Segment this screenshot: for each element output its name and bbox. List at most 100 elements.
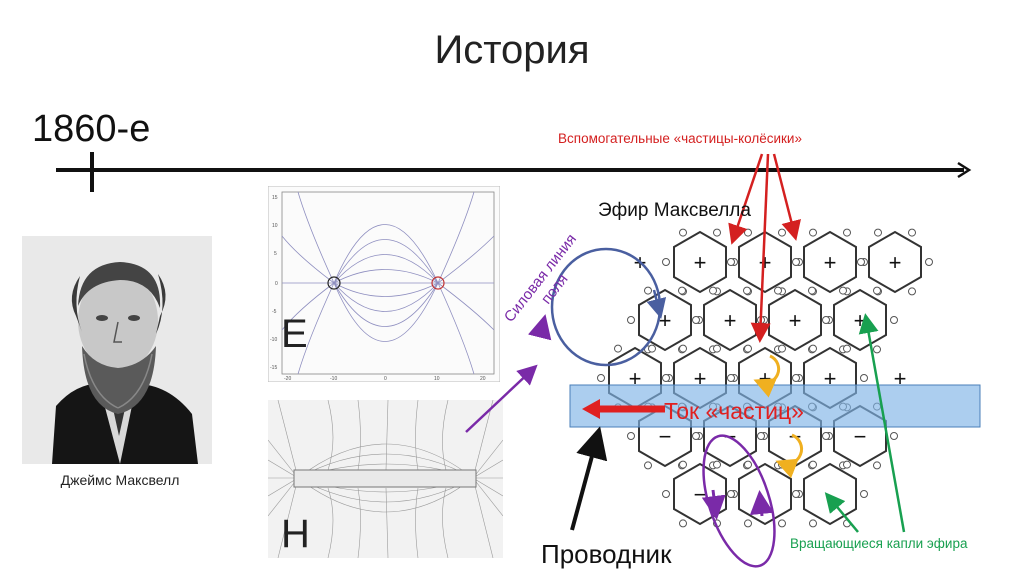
drops-arrow <box>858 313 906 533</box>
current-arrowhead <box>582 399 600 419</box>
wheel-particle <box>792 258 800 266</box>
conductor-arrow <box>570 426 608 531</box>
magnetic-field-label: H <box>281 512 310 556</box>
wheel-particle <box>744 344 752 353</box>
wheel-particle <box>792 374 800 382</box>
e-axis-tick: -15 <box>270 365 277 371</box>
wheel-particle <box>873 461 881 470</box>
e-axis-tick: 10 <box>272 223 278 229</box>
ether-cell <box>803 230 857 294</box>
wheel-particle <box>662 258 670 266</box>
wheel-particle <box>679 460 687 469</box>
e-axis-tick: -20 <box>284 376 291 382</box>
cell-sign: − <box>659 424 672 449</box>
cell-sign: − <box>854 424 867 449</box>
wheel-particle <box>809 344 817 353</box>
wheel-particle <box>774 286 782 295</box>
wheel-particle <box>627 316 635 324</box>
wheel-particle <box>692 432 700 440</box>
wheel-particle <box>809 228 817 237</box>
e-axis-tick: -10 <box>330 376 337 382</box>
wheel-particle <box>873 286 881 295</box>
wheel-particle <box>822 432 830 440</box>
wheel-particle <box>614 344 622 353</box>
wheel-particle <box>778 519 786 528</box>
field-lines <box>281 191 495 375</box>
wheel-particle <box>709 286 717 295</box>
wheel-particle <box>744 519 752 528</box>
wheels-label: Вспомогательные «частицы-колёсики» <box>558 131 802 146</box>
wheel-particle <box>860 490 868 498</box>
wheel-particle <box>713 344 721 353</box>
wheel-particle <box>727 490 735 498</box>
e-axis-tick: 5 <box>274 251 277 257</box>
e-axis-tick: 20 <box>480 376 486 382</box>
positive-charge-icon <box>431 276 445 290</box>
ether-cell <box>768 288 822 352</box>
wheel-particle <box>857 258 865 266</box>
drops-label: Вращающиеся капли эфира <box>790 536 968 551</box>
ether-cell <box>703 288 757 352</box>
wheel-particle <box>644 286 652 295</box>
e-axis-tick: 0 <box>384 376 387 382</box>
portrait-caption: Джеймс Максвелл <box>60 472 180 488</box>
wheel-particle <box>679 344 687 353</box>
wheel-particle <box>727 374 735 382</box>
magnetic-field-image <box>268 400 503 558</box>
ether-cell <box>803 462 857 526</box>
ether-cell <box>738 462 792 526</box>
wheel-particle <box>713 228 721 237</box>
ether-cell <box>673 230 727 294</box>
cell-sign: + <box>789 308 802 333</box>
current-label: Ток «частиц» <box>664 398 804 424</box>
wheel-particle <box>890 432 898 440</box>
wheel-particle <box>662 374 670 382</box>
magnet-link-arrow <box>465 364 538 433</box>
wheel-particle <box>597 374 605 382</box>
electric-field-plot: 15 10 5 0 -5 -10 -15 -20 -10 0 10 20 <box>268 186 500 382</box>
wheel-particle <box>809 519 817 528</box>
rotation-icon <box>775 433 804 479</box>
e-axis-tick: -10 <box>270 337 277 343</box>
wheels-arrow <box>728 153 764 245</box>
wheel-particle <box>757 432 765 440</box>
wheel-particle <box>648 344 656 353</box>
e-axis-tick: -5 <box>272 309 277 315</box>
ether-cell <box>868 230 922 294</box>
wheel-particle <box>822 316 830 324</box>
electric-field-label: E <box>281 312 308 356</box>
wheel-particle <box>743 286 751 295</box>
conductor-label: Проводник <box>541 539 672 569</box>
wheel-particle <box>843 228 851 237</box>
wheel-particle <box>744 228 752 237</box>
wheel-particle <box>778 344 786 353</box>
wheel-particle <box>925 258 933 266</box>
wheel-particle <box>627 432 635 440</box>
wheel-particle <box>843 460 851 469</box>
timeline <box>56 152 972 192</box>
filing-lines <box>268 400 503 558</box>
wheel-particle <box>843 344 851 353</box>
wheel-particle <box>908 287 916 296</box>
wheel-particle <box>860 374 868 382</box>
ether-cells <box>597 228 933 528</box>
wheels-arrow <box>772 153 801 241</box>
cell-sign: + <box>889 250 902 275</box>
ether-title: Эфир Максвелла <box>598 200 751 221</box>
era-label: 1860-е <box>32 108 151 150</box>
rotation-icon <box>753 354 781 398</box>
maxwell-portrait <box>22 236 212 464</box>
cell-sign: + <box>854 308 867 333</box>
e-axis-tick: 10 <box>434 376 440 382</box>
wheel-particle <box>678 286 686 295</box>
ether-cell <box>738 230 792 294</box>
cell-sign: + <box>824 250 837 275</box>
drops-arrow <box>824 492 859 533</box>
wheel-particle <box>679 519 687 528</box>
wheels-arrow <box>750 153 771 343</box>
wheel-particle <box>644 461 652 470</box>
wheel-particle <box>808 286 816 295</box>
negative-charge-icon <box>327 276 341 290</box>
wheel-particle <box>908 228 916 237</box>
